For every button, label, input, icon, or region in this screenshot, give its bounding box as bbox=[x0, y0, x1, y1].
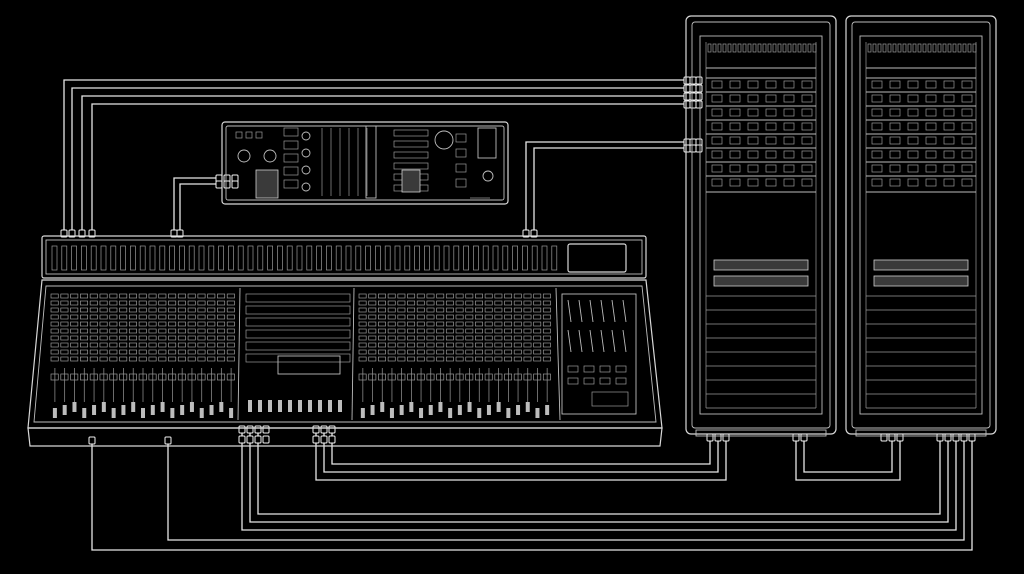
cable-console-to-panel-2 bbox=[179, 183, 222, 236]
cable-bottom-8 bbox=[331, 432, 711, 465]
cable-console-to-rack-2 bbox=[71, 87, 690, 236]
equipment-rack-left bbox=[685, 15, 837, 437]
cable-console-to-panel bbox=[173, 177, 222, 236]
equipment-rack-right bbox=[845, 15, 997, 437]
master-section bbox=[561, 293, 637, 415]
cable-console-to-rack-4 bbox=[91, 103, 690, 236]
cable-bottom-1 bbox=[91, 440, 973, 551]
console-display bbox=[567, 243, 627, 273]
cables bbox=[63, 79, 973, 551]
cable-bottom-6 bbox=[315, 432, 727, 481]
cable-rack-to-rack-2 bbox=[803, 440, 893, 473]
cable-bottom-3 bbox=[241, 432, 957, 531]
mixing-console bbox=[27, 235, 663, 447]
channel-strips bbox=[50, 293, 551, 418]
cable-console-to-rack-6 bbox=[533, 147, 690, 236]
cable-bottom-7 bbox=[323, 432, 719, 473]
patch-panel bbox=[221, 121, 509, 205]
cable-console-to-rack-3 bbox=[81, 95, 690, 236]
cable-console-to-rack-5 bbox=[525, 141, 690, 236]
cable-bottom-2 bbox=[167, 440, 965, 541]
meter-bridge bbox=[51, 245, 558, 271]
cable-rack-to-rack-1 bbox=[795, 440, 901, 481]
cable-console-to-rack-1 bbox=[63, 79, 690, 236]
cable-bottom-5 bbox=[257, 432, 941, 515]
patch-panel-controls bbox=[235, 125, 497, 199]
cable-bottom-4 bbox=[249, 432, 949, 523]
